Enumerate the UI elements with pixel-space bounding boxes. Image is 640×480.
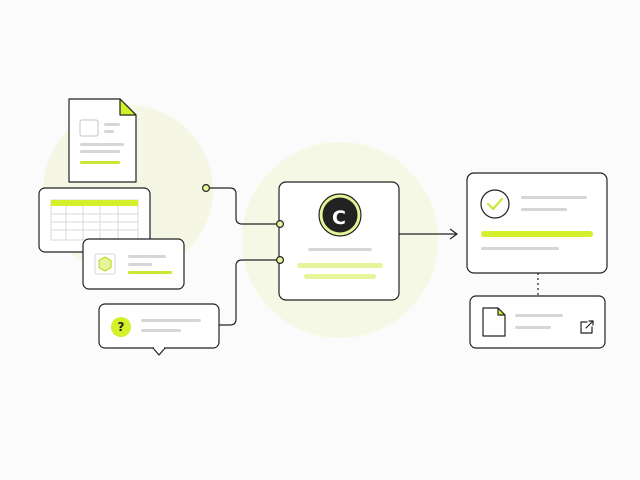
hub-input-port-top[interactable]	[276, 220, 285, 229]
hexagon-card[interactable]	[82, 238, 185, 290]
connector-port[interactable]	[202, 184, 211, 193]
hub-input-port-bottom[interactable]	[276, 256, 285, 265]
external-link-icon[interactable]	[580, 320, 594, 334]
document-thumbnail	[79, 119, 99, 137]
check-circle	[480, 189, 510, 219]
arrow-right-icon	[449, 228, 459, 240]
result-card[interactable]	[466, 172, 608, 274]
connector-document-to-hub	[206, 187, 280, 225]
document-card[interactable]	[68, 98, 137, 183]
question-icon	[111, 317, 131, 337]
result-progress-bar	[481, 231, 593, 237]
connectors	[206, 187, 539, 326]
connector-question-to-hub	[219, 259, 280, 326]
speech-tail	[152, 347, 166, 356]
c-logo-icon	[322, 197, 358, 233]
spreadsheet-icon	[50, 199, 139, 241]
hexagon-icon	[98, 256, 112, 272]
spreadsheet-card[interactable]	[38, 187, 151, 253]
hub-card[interactable]	[278, 181, 400, 301]
file-card[interactable]	[469, 295, 606, 349]
checkmark-icon	[486, 197, 504, 211]
document-icon	[119, 98, 137, 116]
question-card[interactable]	[98, 303, 220, 356]
